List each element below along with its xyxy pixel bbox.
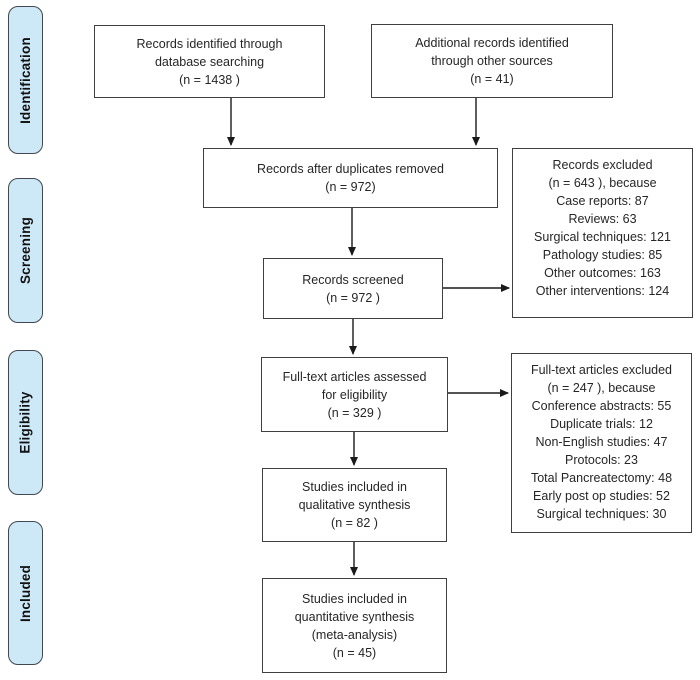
box-full-text-articles-assessed: Full-text articles assessed for eligibil… bbox=[261, 357, 448, 432]
stage-label-screening: Screening bbox=[8, 178, 43, 323]
box-records-after-duplicates-removed: Records after duplicates removed (n = 97… bbox=[203, 148, 498, 208]
stage-label-eligibility: Eligibility bbox=[8, 350, 43, 495]
box-records-excluded: Records excluded (n = 643 ), because Cas… bbox=[512, 148, 693, 318]
stage-label-identification: Identification bbox=[8, 6, 43, 154]
stage-label-text: Eligibility bbox=[18, 391, 33, 454]
stage-label-included: Included bbox=[8, 521, 43, 665]
box-records-screened: Records screened (n = 972 ) bbox=[263, 258, 443, 319]
stage-label-text: Identification bbox=[18, 36, 33, 124]
box-additional-records-other-sources: Additional records identified through ot… bbox=[371, 24, 613, 98]
box-quantitative-synthesis: Studies included in quantitative synthes… bbox=[262, 578, 447, 673]
box-records-identified-database: Records identified through database sear… bbox=[94, 25, 325, 98]
box-qualitative-synthesis: Studies included in qualitative synthesi… bbox=[262, 468, 447, 542]
stage-label-text: Screening bbox=[18, 216, 34, 285]
box-full-text-articles-excluded: Full-text articles excluded (n = 247 ), … bbox=[511, 353, 692, 533]
stage-label-text: Included bbox=[18, 564, 34, 622]
